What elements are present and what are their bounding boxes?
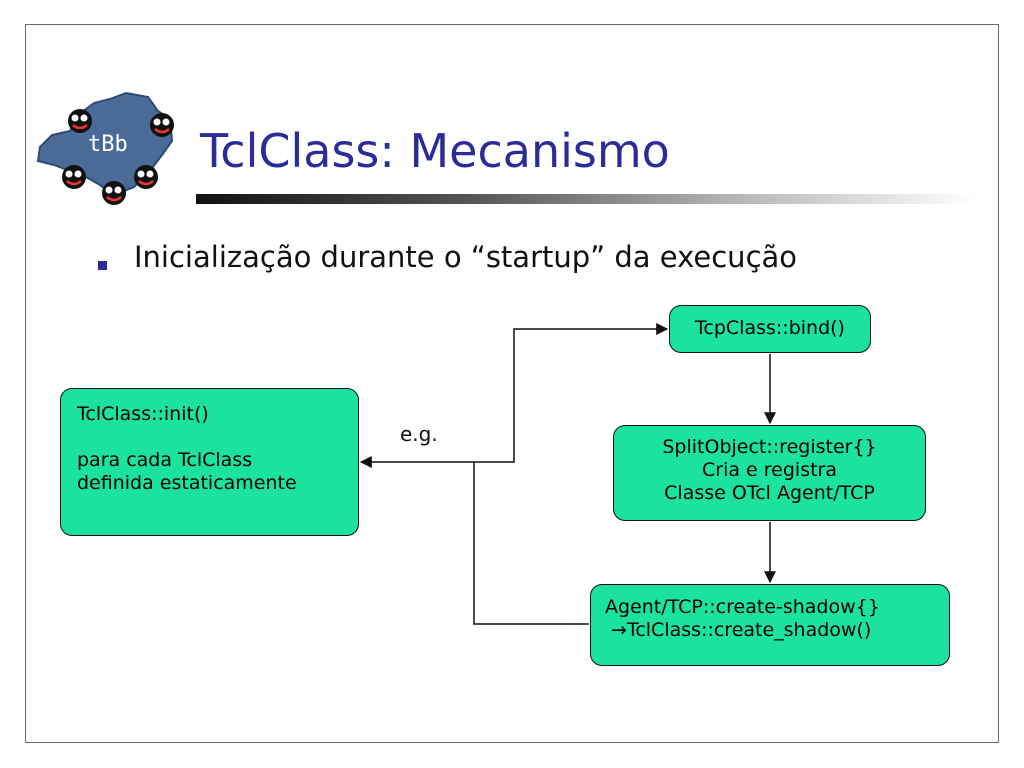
register-box-line: Cria e registra [702,459,837,481]
init-box-line: TclClass::init() [77,403,209,425]
init-box-line: para cada TclClass [77,449,253,471]
bind-box: TcpClass::bind() [669,305,871,353]
smiley-icon [102,181,126,205]
bullet-marker-icon [98,261,107,270]
register-box-line: SplitObject::register{} [662,436,877,458]
init-box-line: definida estaticamente [77,472,297,494]
connector-from-shadow [473,462,589,625]
connector-to-bind [474,323,669,463]
slide-title: TclClass: Mecanismo [200,124,670,178]
shadow-box-line: Agent/TCP::create-shadow{} [605,596,880,618]
bullet-text: Inicialização durante o “startup” da exe… [134,240,798,274]
register-box-line: Classe OTcl Agent/TCP [664,482,875,504]
smiley-icon [62,165,86,189]
logo-text: tBb [88,132,128,157]
register-box: SplitObject::register{} Cria e registra … [613,425,926,521]
bind-box-text: TcpClass::bind() [695,317,845,339]
init-box-spacer [77,426,342,449]
init-box: TclClass::init() para cada TclClass defi… [60,388,359,536]
title-underline [196,194,976,204]
eg-label: e.g. [400,422,438,446]
tbb-logo [36,91,174,205]
smiley-icon [68,109,92,133]
shadow-box: Agent/TCP::create-shadow{} →TclClass::cr… [590,584,950,666]
smiley-icon [150,113,174,137]
shadow-box-line: →TclClass::create_shadow() [605,619,872,641]
smiley-icon [134,165,158,189]
